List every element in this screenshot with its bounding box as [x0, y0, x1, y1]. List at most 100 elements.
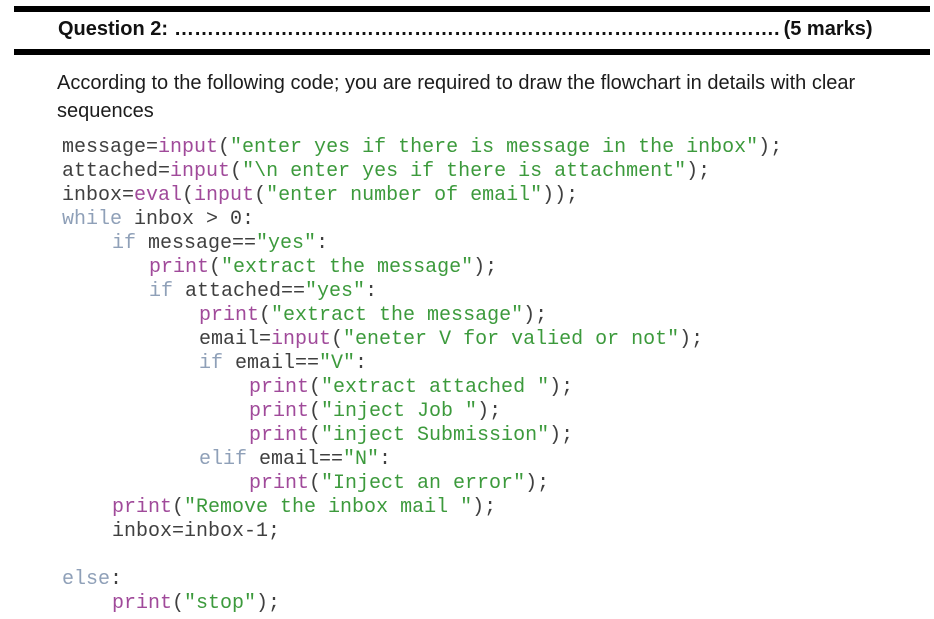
code-token-plain: (: [309, 424, 322, 447]
code-token-str: "Inject an error": [321, 472, 526, 495]
code-token-plain: inbox=: [62, 184, 135, 207]
code-line: print("inject Job ");: [62, 400, 782, 424]
code-token-plain: :: [316, 232, 329, 255]
code-token-plain: ));: [542, 184, 579, 207]
code-token-plain: );: [549, 424, 574, 447]
code-token-str: "\n enter yes if there is attachment": [242, 160, 687, 183]
code-token-plain: (: [209, 256, 222, 279]
code-token-plain: );: [472, 496, 497, 519]
code-token-plain: );: [523, 304, 548, 327]
code-line: else:: [62, 568, 782, 592]
code-token-fn: print: [249, 376, 310, 399]
top-rule: [14, 6, 930, 12]
question-marks: (5 marks): [783, 18, 873, 40]
code-token-fn: print: [112, 592, 173, 615]
code-line: if email=="V":: [62, 352, 782, 376]
code-token-str: "inject Submission": [321, 424, 550, 447]
code-token-plain: inbox=inbox-1;: [112, 520, 281, 543]
code-token-fn: print: [112, 496, 173, 519]
code-token-plain: (: [309, 400, 322, 423]
code-token-plain: );: [477, 400, 502, 423]
question-instruction: According to the following code; you are…: [57, 72, 856, 122]
code-token-plain: (: [230, 160, 243, 183]
code-line: [62, 544, 782, 568]
code-token-fn: input: [271, 328, 332, 351]
code-token-kw: else: [62, 568, 111, 591]
code-token-str: "yes": [305, 280, 366, 303]
code-line: print("inject Submission");: [62, 424, 782, 448]
code-token-plain: (: [218, 136, 231, 159]
code-token-plain: (: [172, 592, 185, 615]
code-token-kw: while: [62, 208, 123, 231]
question-header: Question 2: ……………………………………………………………………………: [58, 18, 918, 46]
code-token-plain: );: [525, 472, 550, 495]
code-token-plain: email=: [199, 328, 272, 351]
code-line: email=input("eneter V for valied or not"…: [62, 328, 782, 352]
question-label: Question 2:: [58, 18, 169, 40]
code-token-str: "enter yes if there is message in the in…: [230, 136, 759, 159]
code-token-plain: (: [259, 304, 272, 327]
code-token-plain: :: [379, 448, 392, 471]
code-token-plain: );: [758, 136, 783, 159]
code-token-fn: input: [170, 160, 231, 183]
code-token-plain: email==: [247, 448, 344, 471]
code-line: elif email=="N":: [62, 448, 782, 472]
code-line: print("extract the message");: [62, 304, 782, 328]
code-token-fn: input: [194, 184, 255, 207]
code-block: message=input("enter yes if there is mes…: [62, 136, 782, 616]
code-token-fn: eval: [134, 184, 183, 207]
code-token-plain: :: [110, 568, 123, 591]
code-token-plain: (: [331, 328, 344, 351]
code-token-plain: message==: [136, 232, 257, 255]
code-token-str: "extract the message": [271, 304, 524, 327]
code-token-str: "Remove the inbox mail ": [184, 496, 473, 519]
code-token-fn: print: [149, 256, 210, 279]
code-token-str: "yes": [256, 232, 317, 255]
code-token-str: "extract the message": [221, 256, 474, 279]
code-token-plain: );: [549, 376, 574, 399]
code-token-str: "inject Job ": [321, 400, 478, 423]
code-token-plain: );: [686, 160, 711, 183]
code-token-plain: (: [309, 472, 322, 495]
code-token-plain: attached=: [62, 160, 171, 183]
code-token-fn: print: [249, 424, 310, 447]
code-token-str: "V": [319, 352, 356, 375]
code-line: if attached=="yes":: [62, 280, 782, 304]
bottom-rule: [14, 49, 930, 55]
code-token-plain: );: [679, 328, 704, 351]
code-token-plain: (: [309, 376, 322, 399]
code-token-fn: print: [249, 400, 310, 423]
code-token-str: "eneter V for valied or not": [343, 328, 680, 351]
code-token-plain: (: [182, 184, 195, 207]
code-token-plain: email==: [223, 352, 320, 375]
code-token-plain: );: [473, 256, 498, 279]
code-line: while inbox > 0:: [62, 208, 782, 232]
code-token-fn: print: [249, 472, 310, 495]
code-line: message=input("enter yes if there is mes…: [62, 136, 782, 160]
code-line: print("Inject an error");: [62, 472, 782, 496]
code-token-fn: input: [158, 136, 219, 159]
code-line: print("stop");: [62, 592, 782, 616]
code-token-str: "enter number of email": [266, 184, 543, 207]
code-line: attached=input("\n enter yes if there is…: [62, 160, 782, 184]
code-token-plain: inbox > 0:: [122, 208, 255, 231]
code-token-kw: if: [112, 232, 137, 255]
code-token-str: "extract attached ": [321, 376, 550, 399]
code-token-plain: (: [172, 496, 185, 519]
code-line: inbox=inbox-1;: [62, 520, 782, 544]
code-token-plain: (: [254, 184, 267, 207]
code-token-fn: print: [199, 304, 260, 327]
code-line: print("extract the message");: [62, 256, 782, 280]
code-line: if message=="yes":: [62, 232, 782, 256]
code-line: print("extract attached ");: [62, 376, 782, 400]
code-line: print("Remove the inbox mail ");: [62, 496, 782, 520]
code-token-plain: attached==: [173, 280, 306, 303]
code-token-plain: :: [365, 280, 378, 303]
code-token-str: "stop": [184, 592, 257, 615]
code-token-kw: if: [149, 280, 174, 303]
code-token-str: "N": [343, 448, 380, 471]
code-line: inbox=eval(input("enter number of email"…: [62, 184, 782, 208]
code-token-kw: elif: [199, 448, 248, 471]
code-token-kw: if: [199, 352, 224, 375]
question-leader-dots: ……………………………………………………………………………….: [174, 18, 780, 40]
